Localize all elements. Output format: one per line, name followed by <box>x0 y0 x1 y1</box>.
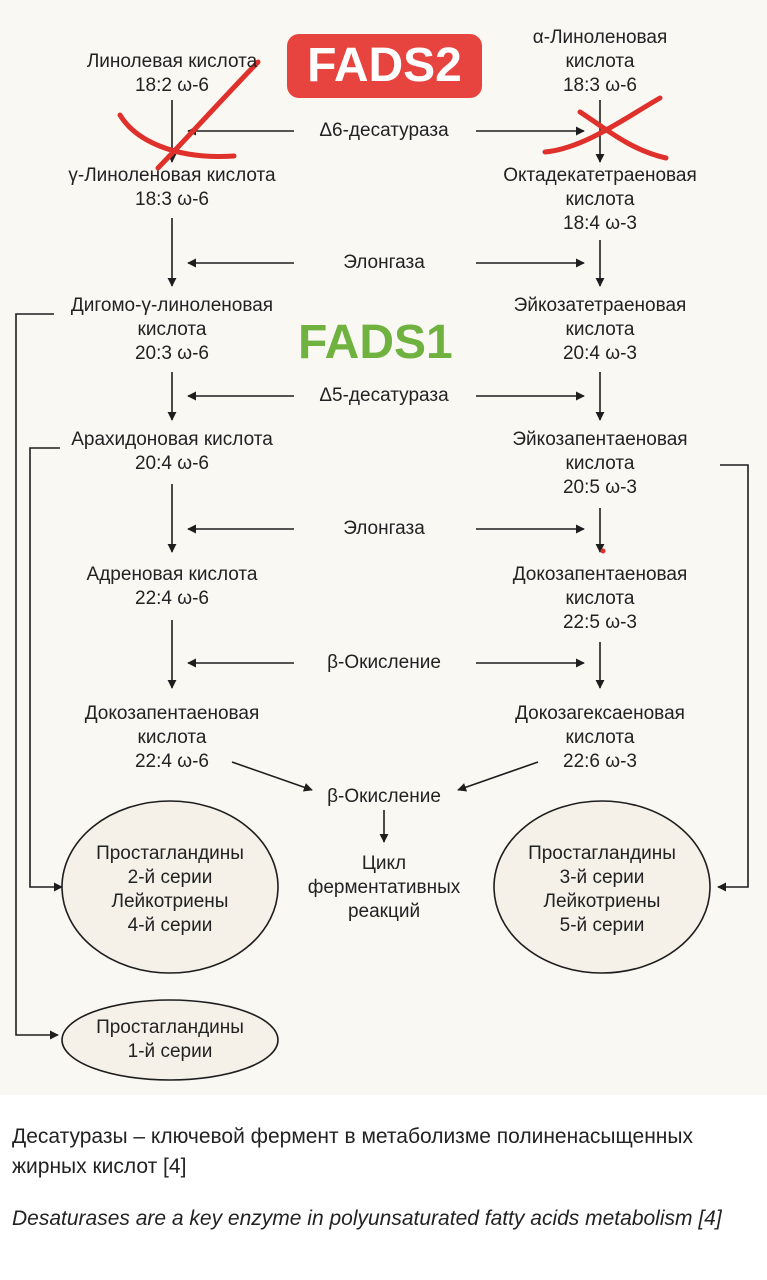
enzyme-beta-oxidation-1: β-Окисление <box>323 651 445 675</box>
diagram-lines <box>15 59 749 1081</box>
cross-left-b <box>117 112 237 160</box>
enzyme-elongase-2: Элонгаза <box>339 517 429 541</box>
caption-english: Desaturases are a key enzyme in polyunsa… <box>12 1207 722 1230</box>
caption-russian: Десатуразы – ключевой фермент в метаболи… <box>12 1125 693 1178</box>
ellipse-left <box>61 800 279 974</box>
fads1-label: FADS1 <box>298 316 453 369</box>
cross-right-b <box>577 109 669 161</box>
enzyme-delta5-desaturase: Δ5-десатураза <box>315 384 453 408</box>
enzyme-elongase-1: Элонгаза <box>339 251 429 275</box>
cross-left-a <box>155 59 261 171</box>
ellipse-right <box>493 800 711 974</box>
red-cross-marks <box>117 59 669 171</box>
fads2-badge: FADS2 <box>287 34 482 98</box>
enzyme-beta-oxidation-2: β-Окисление <box>323 785 445 809</box>
enzyme-delta6-desaturase: Δ6-десатураза <box>315 119 453 143</box>
ellipse-bottom <box>61 999 279 1081</box>
